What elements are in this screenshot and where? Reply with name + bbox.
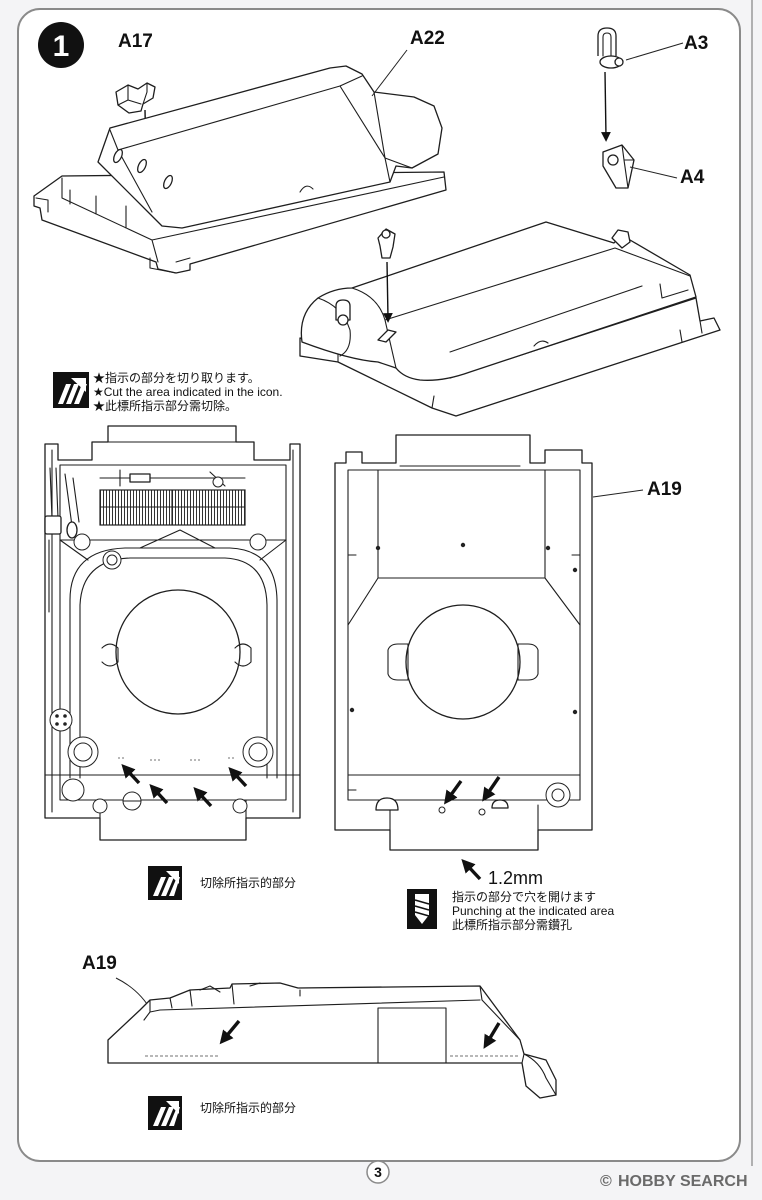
hull-bottom-interior-drawing [44,425,301,841]
drill-size-arrow [461,859,482,881]
page-number-badge: 3 [366,1160,390,1184]
cut-note-english: ★Cut the area indicated in the icon. [93,385,283,399]
part-label-a19-side-view: A19 [82,953,117,974]
cut-area-icon [148,866,182,900]
watermark-brand: HOBBY SEARCH [618,1173,748,1190]
cut-area-icon [53,372,89,408]
part-a3-drawing [597,27,684,142]
page-number: 3 [374,1164,382,1180]
punch-note-english: Punching at the indicated area [452,904,614,918]
watermark: © HOBBY SEARCH [600,1173,748,1190]
punch-note-japanese: 指示の部分で穴を開けます [452,889,596,904]
cut-area-icon [148,1096,182,1130]
drill-icon [407,889,437,929]
part-label-a17: A17 [118,31,153,52]
part-a22-hull-top-drawing [33,49,447,274]
part-label-a4: A4 [680,167,705,188]
watermark-copyright: © [600,1173,612,1190]
part-label-a22: A22 [410,28,445,49]
part-a19-hull-bottom-drawing [334,434,644,851]
part-label-a3: A3 [684,33,708,54]
punch-note-chinese: 此標所指示部分需鑽孔 [452,917,572,932]
part-label-a19-bottom-view: A19 [647,479,682,500]
step-number: 1 [53,30,70,63]
cut-caption-1: 切除所指示的部分 [200,875,296,890]
part-a4-drawing [602,144,678,189]
drill-size-label: 1.2mm [488,868,543,888]
cut-note-chinese: ★此標所指示部分需切除。 [93,398,237,413]
step-badge: 1 [38,22,84,68]
cut-note-japanese: ★指示の部分を切り取ります。 [93,370,260,385]
part-a22-hull-rear-view-drawing [299,221,721,417]
part-a19-hull-side-drawing [107,977,557,1099]
cut-caption-2: 切除所指示的部分 [200,1100,296,1115]
